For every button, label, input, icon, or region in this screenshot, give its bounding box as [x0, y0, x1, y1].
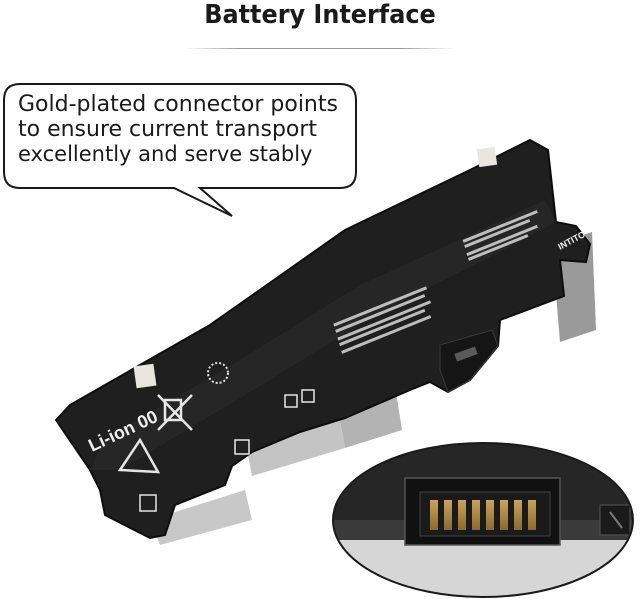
callout-line: to ensure current transport: [18, 117, 318, 142]
speech-bubble: [3, 83, 357, 217]
gold-pins: [430, 500, 536, 530]
callout-line: excellently and serve stably: [18, 142, 313, 166]
battery-body: Li-ion 00 INTITO: [54, 138, 596, 545]
label-patch: [133, 363, 157, 389]
label-patch: [476, 146, 498, 168]
connector-zoom-inset: [332, 442, 634, 598]
callout-line: Gold-plated connector points: [18, 92, 338, 117]
title-underline: [185, 48, 455, 49]
page-title: Battery Interface: [204, 0, 436, 30]
callout-text: Gold-plated connector points to ensure c…: [18, 92, 358, 167]
